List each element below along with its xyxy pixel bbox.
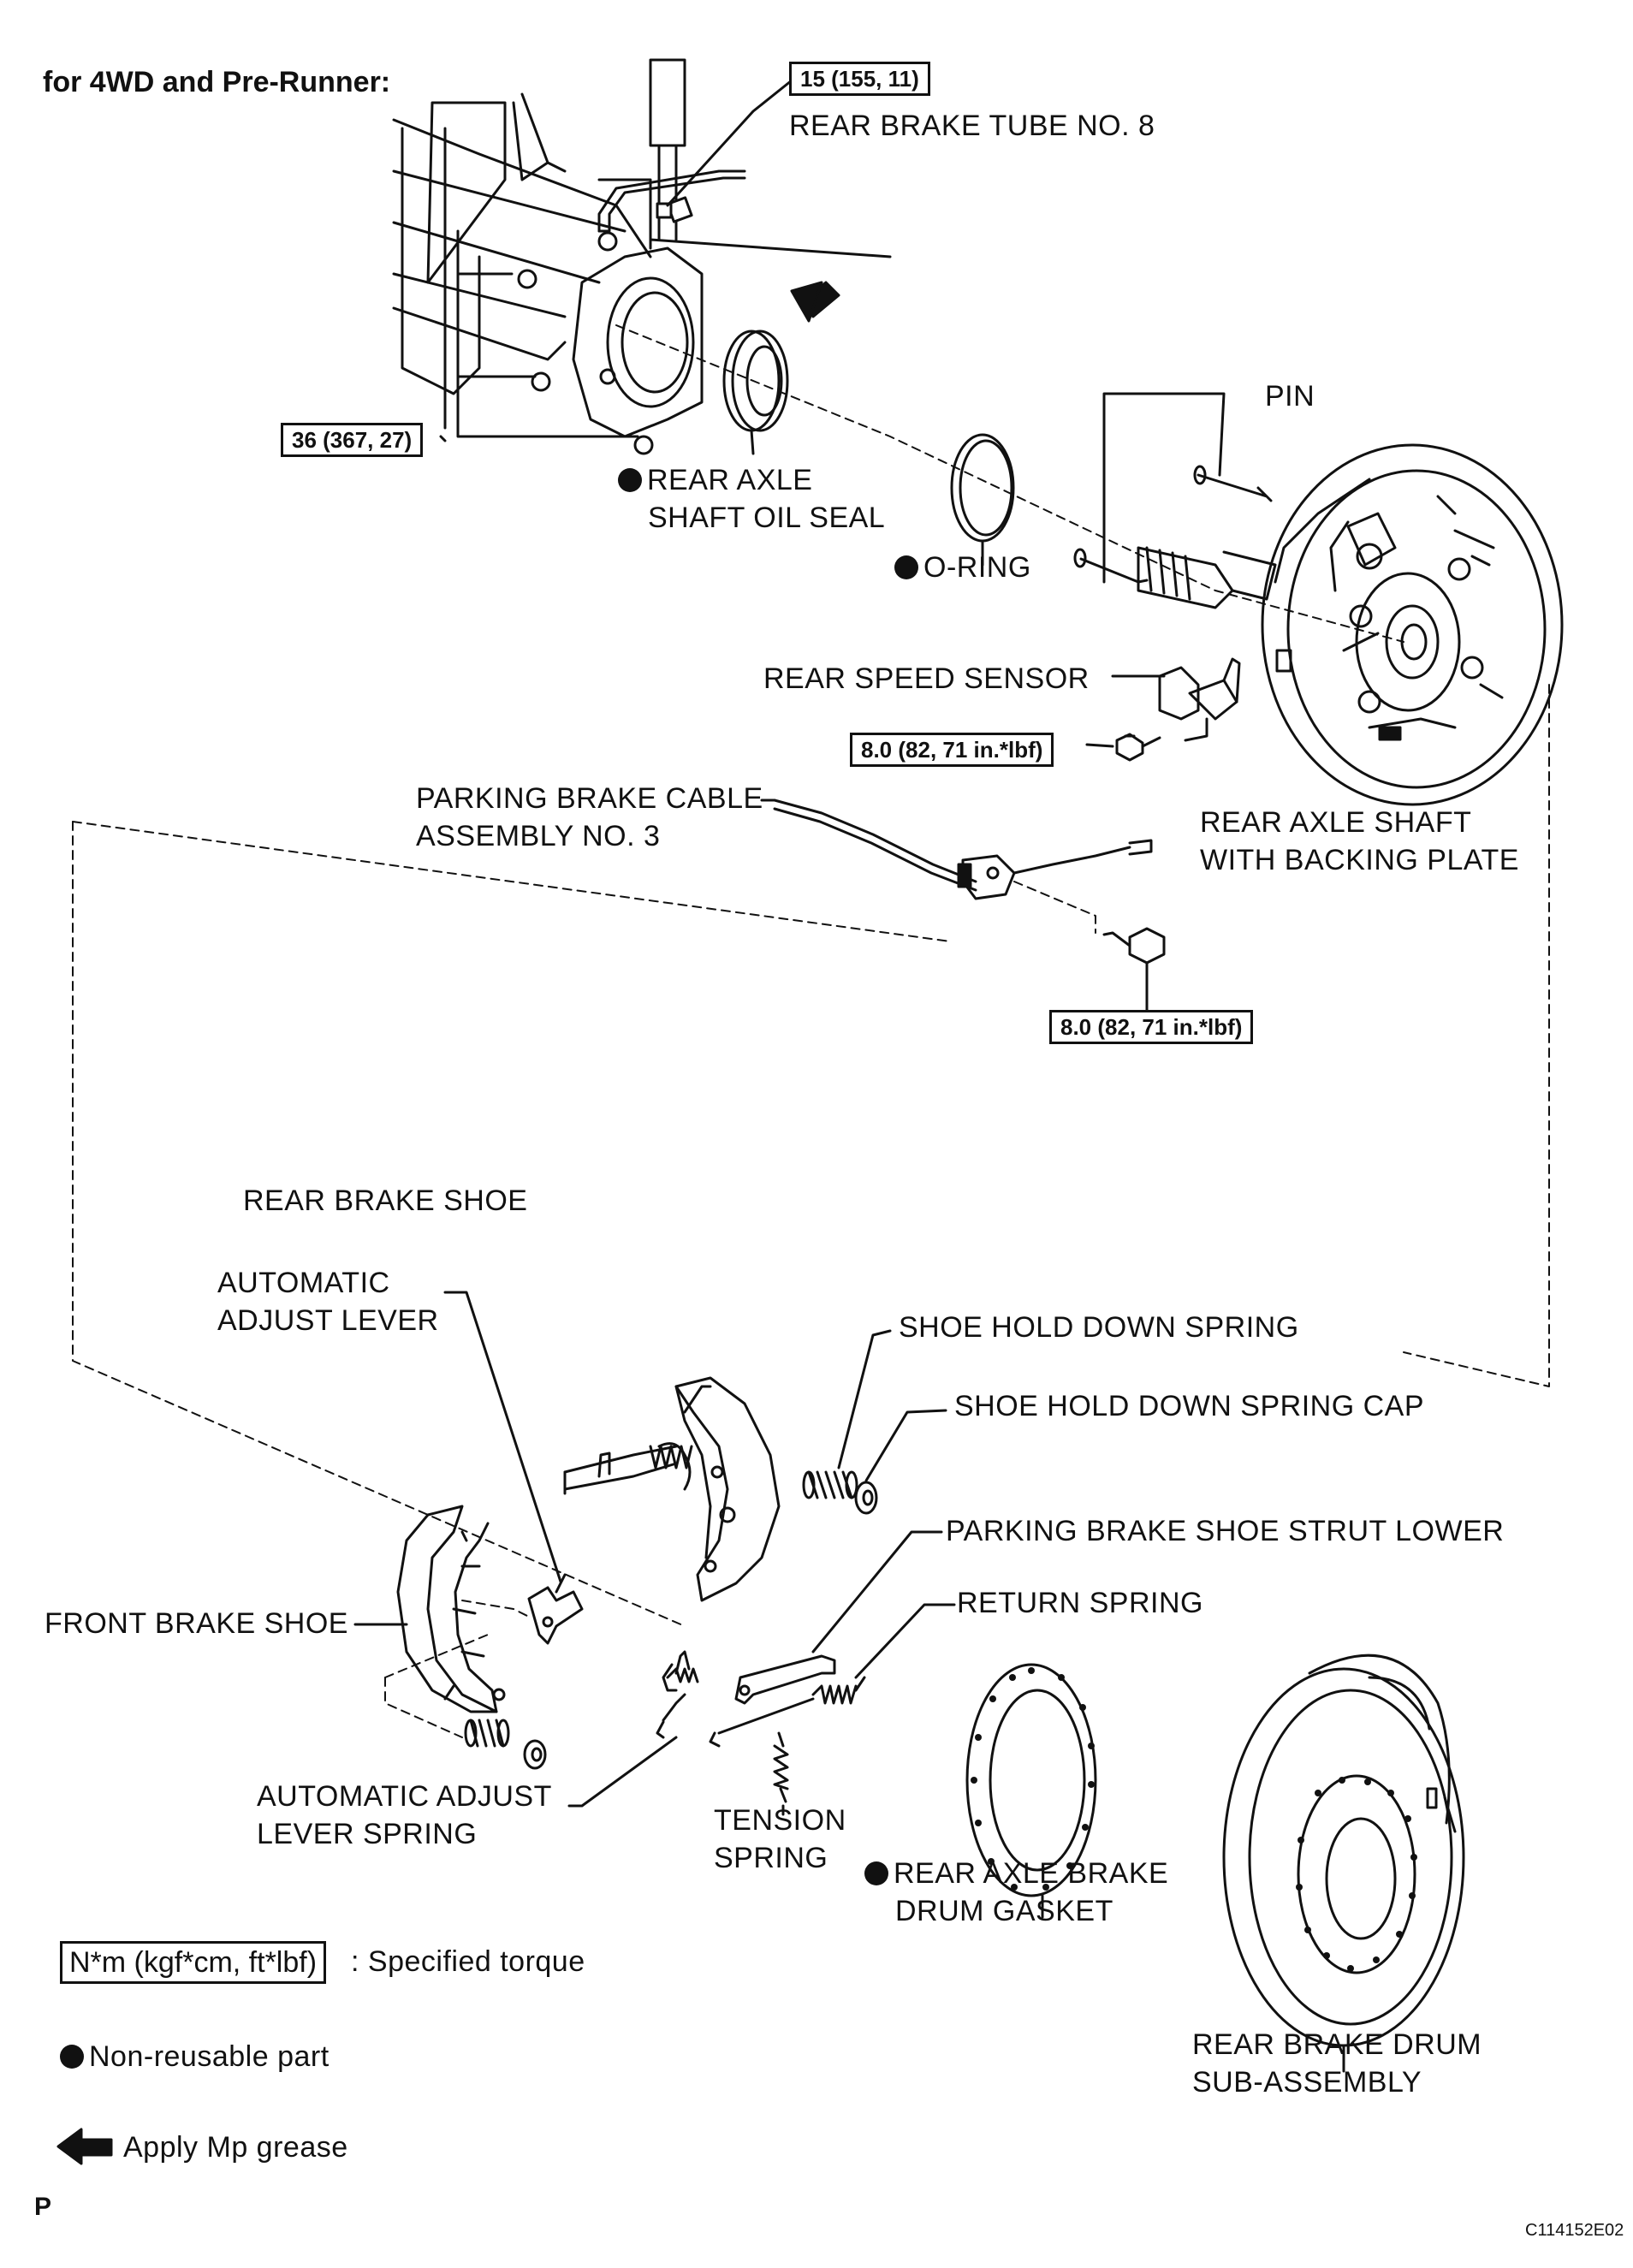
parking-cable-drawing bbox=[760, 799, 1153, 900]
label-lever-spring-line2: LEVER SPRING bbox=[257, 1818, 478, 1850]
nonreusable-icon bbox=[618, 468, 642, 492]
label-rear-speed-sensor: REAR SPEED SENSOR bbox=[763, 662, 1090, 695]
label-drum-line1: REAR BRAKE DRUM bbox=[1192, 2028, 1482, 2061]
speed-sensor-drawing bbox=[1111, 657, 1241, 742]
label-auto-lever-line2: ADJUST LEVER bbox=[217, 1304, 439, 1337]
torque-box-cable: 8.0 (82, 71 in.*lbf) bbox=[1049, 1010, 1254, 1044]
hold-down-spring-drawing bbox=[802, 1470, 858, 1499]
label-oil-seal-line1: REAR AXLE bbox=[618, 462, 812, 498]
adjust-lever-drawing bbox=[527, 1573, 584, 1645]
nonreusable-icon bbox=[60, 2045, 84, 2069]
label-o-ring: O-RING bbox=[894, 549, 1031, 585]
rear-brake-shoe-drawing bbox=[563, 1376, 781, 1602]
label-gasket-line2: DRUM GASKET bbox=[895, 1895, 1113, 1927]
label-drum-line2: SUB-ASSEMBLY bbox=[1192, 2066, 1422, 2099]
backing-plate-drawing bbox=[1261, 443, 1564, 806]
label-front-brake-shoe: FRONT BRAKE SHOE bbox=[45, 1607, 348, 1640]
legend-nonreusable: Non-reusable part bbox=[60, 2039, 330, 2075]
label-gasket-line1: REAR AXLE BRAKE bbox=[864, 1855, 1168, 1891]
nonreusable-icon bbox=[864, 1861, 888, 1885]
label-hold-down-spring: SHOE HOLD DOWN SPRING bbox=[899, 1311, 1299, 1344]
label-oil-seal-line2: SHAFT OIL SEAL bbox=[648, 502, 886, 534]
label-parking-cable-line1: PARKING BRAKE CABLE bbox=[416, 782, 763, 815]
page-header: for 4WD and Pre-Runner: bbox=[43, 66, 391, 98]
legend-grease: Apply Mp grease bbox=[123, 2131, 348, 2164]
torque-box-sensor: 8.0 (82, 71 in.*lbf) bbox=[850, 733, 1054, 767]
label-hold-down-cap: SHOE HOLD DOWN SPRING CAP bbox=[954, 1390, 1425, 1422]
label-auto-lever-line1: AUTOMATIC bbox=[217, 1267, 390, 1299]
label-strut: PARKING BRAKE SHOE STRUT LOWER bbox=[946, 1515, 1505, 1547]
label-rear-brake-shoe: REAR BRAKE SHOE bbox=[243, 1184, 528, 1217]
brake-drum-drawing bbox=[1222, 1654, 1465, 2047]
axle-housing-drawing bbox=[392, 58, 892, 455]
torque-box-axle-nuts: 36 (367, 27) bbox=[281, 423, 424, 457]
label-tension-line2: SPRING bbox=[714, 1842, 828, 1874]
strut-drawing bbox=[734, 1654, 836, 1705]
figure-code: C114152E02 bbox=[1525, 2221, 1624, 2240]
legend-torque-text: : Specified torque bbox=[351, 1945, 585, 1978]
drum-gasket-drawing bbox=[965, 1663, 1097, 1897]
oil-seal-drawing bbox=[722, 330, 789, 455]
nonreusable-icon bbox=[894, 555, 918, 579]
front-brake-shoe-drawing bbox=[396, 1505, 506, 1713]
label-lever-spring-line1: AUTOMATIC ADJUST bbox=[257, 1780, 552, 1813]
label-axle-shaft-line2: WITH BACKING PLATE bbox=[1200, 844, 1519, 876]
label-return-spring: RETURN SPRING bbox=[957, 1587, 1203, 1619]
footer-letter: P bbox=[34, 2193, 52, 2221]
label-tension-line1: TENSION bbox=[714, 1804, 846, 1837]
torque-box-tube: 15 (155, 11) bbox=[789, 62, 930, 96]
label-pin: PIN bbox=[1265, 380, 1315, 413]
legend-torque-box: N*m (kgf*cm, ft*lbf) bbox=[60, 1941, 327, 1984]
label-axle-shaft-line1: REAR AXLE SHAFT bbox=[1200, 806, 1472, 839]
label-parking-cable-line2: ASSEMBLY NO. 3 bbox=[416, 820, 661, 852]
label-rear-brake-tube: REAR BRAKE TUBE NO. 8 bbox=[789, 110, 1155, 142]
